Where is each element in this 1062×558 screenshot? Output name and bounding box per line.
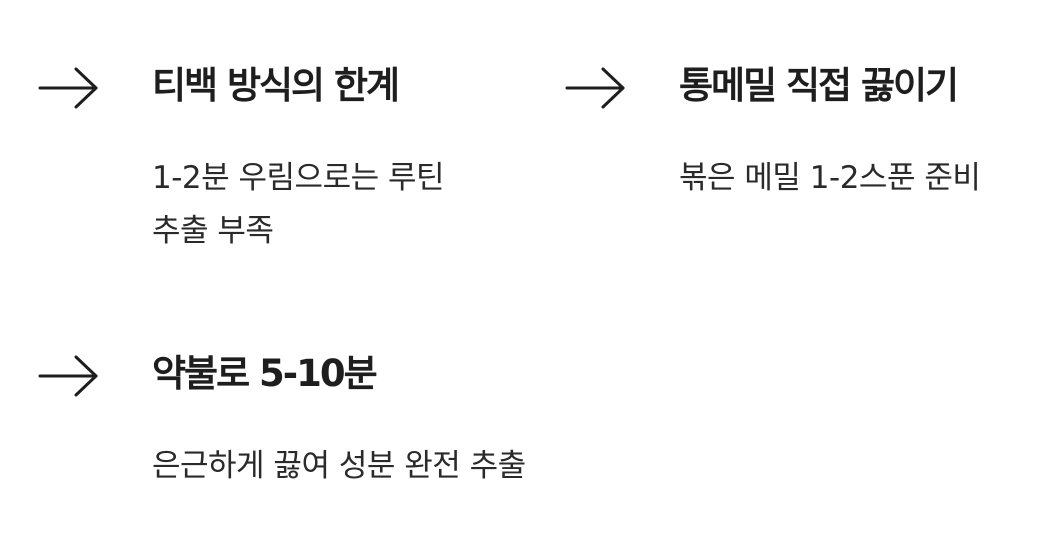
item-description-line: 추출 부족: [152, 213, 274, 249]
arrow-right-icon: [565, 66, 627, 110]
arrow-right-icon: [38, 354, 100, 398]
item-title: 약불로 5-10분: [152, 352, 378, 395]
item-description-line: 은근하게 끓여 성분 완전 추출: [152, 448, 526, 484]
item-description: 1-2분 우림으로는 루틴 추출 부족: [152, 152, 445, 258]
arrow-right-icon: [38, 66, 100, 110]
item-description: 볶은 메밀 1-2스푼 준비: [679, 152, 981, 205]
item-description-line: 1-2분 우림으로는 루틴: [152, 160, 445, 196]
item-title: 티백 방식의 한계: [152, 64, 400, 107]
item-description: 은근하게 끓여 성분 완전 추출: [152, 440, 526, 493]
item-description-line: 볶은 메밀 1-2스푼 준비: [679, 160, 981, 196]
item-title: 통메밀 직접 끓이기: [679, 64, 959, 107]
